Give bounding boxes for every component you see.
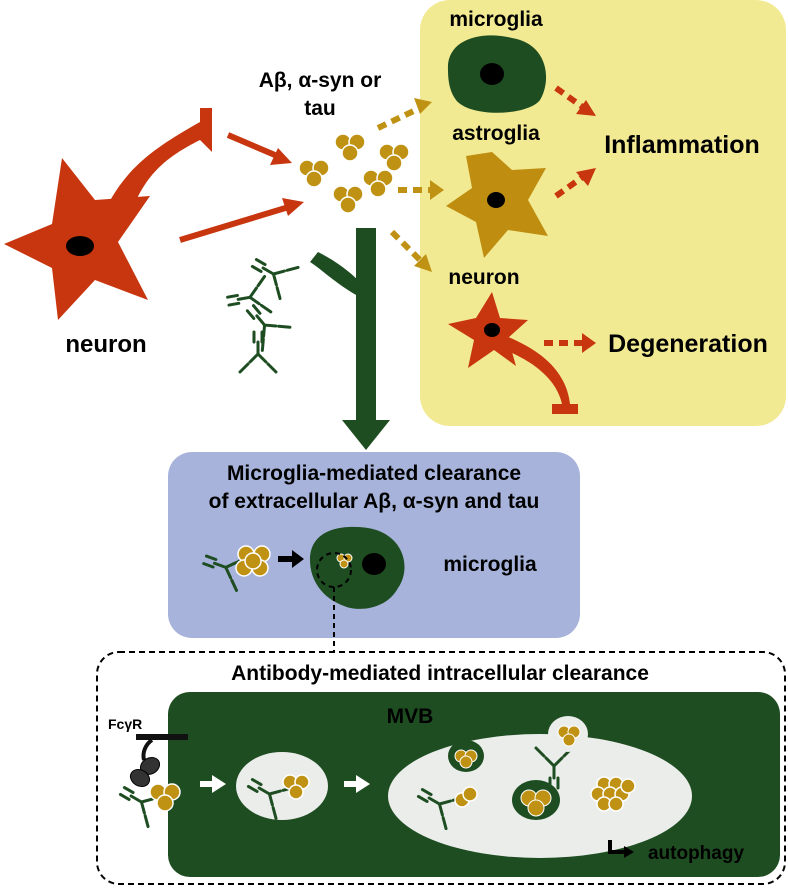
antibody-aggregate-complex <box>197 541 271 592</box>
inflammation-arrows <box>554 85 596 199</box>
degeneration-label: Degeneration <box>608 330 768 358</box>
internalization-arrows <box>200 775 370 793</box>
inflammation-label: Inflammation <box>604 131 760 159</box>
phagocytosis-arrow <box>278 550 304 568</box>
neuron-left-label: neuron <box>65 331 146 358</box>
neuron-left <box>4 108 212 320</box>
intracellular-frame <box>96 651 786 885</box>
autophagy-arrow <box>608 840 634 858</box>
fc-receptor <box>129 734 188 788</box>
budding-vesicle <box>548 716 588 752</box>
clearance-title-line1: Microglia-mediated clearance <box>227 462 521 485</box>
mvb-label: MVB <box>387 705 434 728</box>
neuron-right-label: neuron <box>448 266 519 289</box>
autophagy-label: autophagy <box>648 843 744 864</box>
aggregate-label-line2: tau <box>304 97 336 120</box>
astroglia-label: astroglia <box>452 122 540 145</box>
multivesicular-body <box>388 734 692 858</box>
microglia-box-label: microglia <box>443 553 537 576</box>
microglia-top-label: microglia <box>449 8 543 31</box>
astroglia-cell <box>446 152 548 258</box>
clearance-title-line2: of extracellular Aβ, α-syn and tau <box>209 490 540 513</box>
antibody-group <box>223 245 300 374</box>
aggregate-cluster <box>298 133 410 214</box>
receptor-bound-complex <box>111 773 181 829</box>
neuron-secretion-arrows <box>179 132 304 243</box>
main-clearance-arrow <box>310 228 390 450</box>
microglia-top-cell <box>447 35 547 113</box>
neuron-right-cell <box>448 292 578 414</box>
intracellular-title: Antibody-mediated intracellular clearanc… <box>231 662 649 685</box>
aggregate-arrows <box>376 98 444 272</box>
degeneration-arrow <box>544 333 596 353</box>
fc-receptor-label: FcγR <box>108 716 142 732</box>
aggregate-label-line1: Aβ, α-syn or <box>259 69 382 92</box>
endosome <box>236 752 328 821</box>
